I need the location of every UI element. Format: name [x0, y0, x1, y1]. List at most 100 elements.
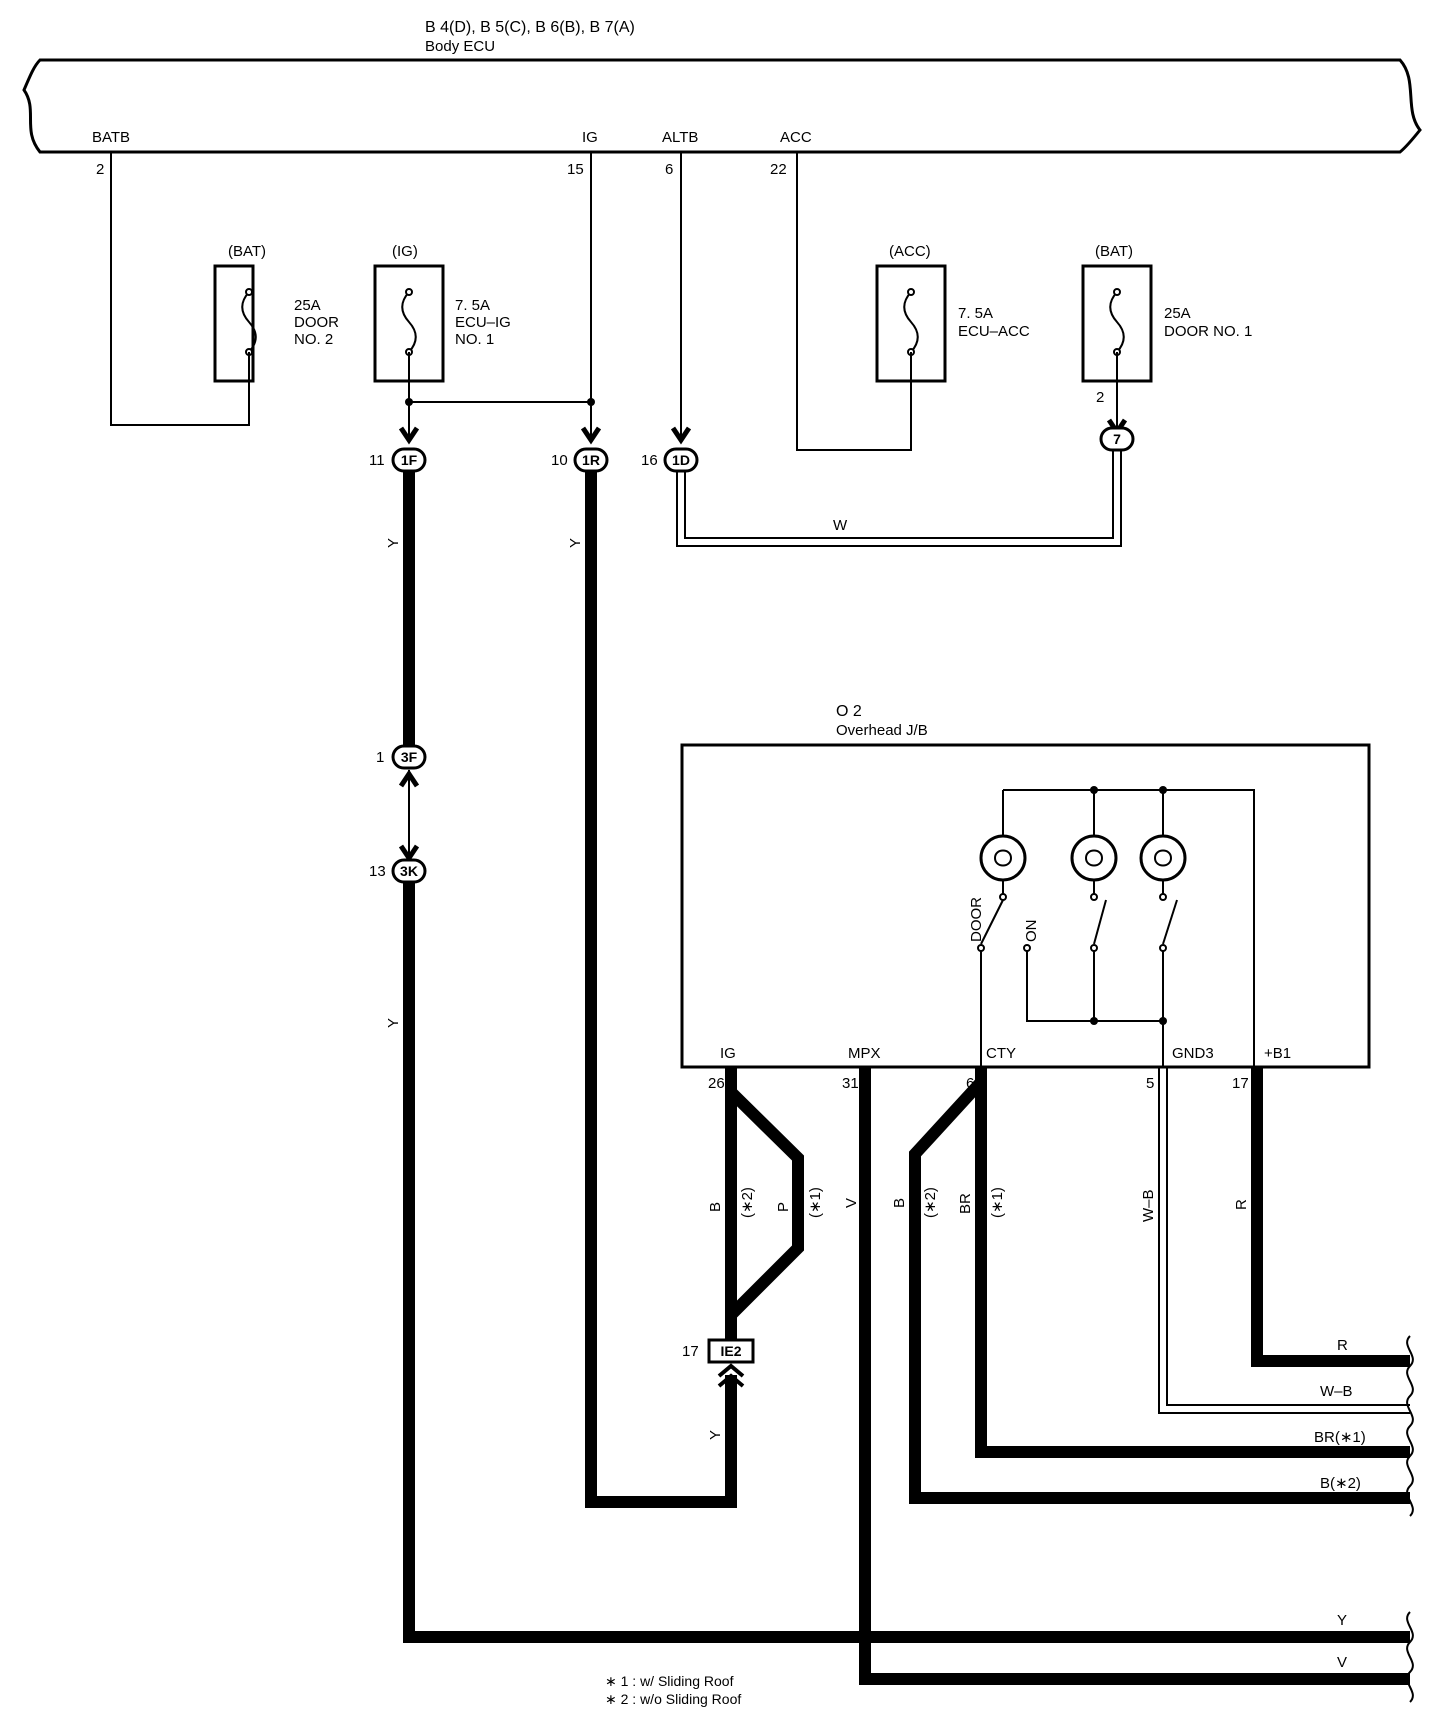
overhead-pin-gnd3-label: GND3 [1172, 1045, 1214, 1062]
wire-cty-br [975, 1067, 1410, 1458]
overhead-pin-cty-label: CTY [986, 1045, 1016, 1062]
arrow-1f [398, 426, 420, 445]
fuse-door-no1-pin: 2 [1096, 389, 1104, 406]
fuse-door-no2: (BAT) 25A DOOR NO. 2 [213, 243, 339, 383]
wire-ig-p [726, 1087, 804, 1320]
ecu-pin-altb-num: 6 [665, 161, 673, 178]
wire-1r-ie2 [585, 471, 737, 1508]
wire-batb [110, 152, 250, 426]
switch-door-label: DOOR [968, 897, 985, 942]
fuse-door-no1-rating: 25A [1164, 305, 1191, 322]
connector-1f: 1F 11 [369, 447, 427, 473]
fuse-door-no1-group: (BAT) [1095, 243, 1133, 260]
connector-1d-pin: 16 [641, 452, 658, 469]
wire-b-cty-label: B [891, 1198, 908, 1208]
connector-ie2-id: IE2 [720, 1343, 741, 1359]
connector-3f: 3F 1 [376, 744, 427, 770]
junction-dot [1090, 1017, 1098, 1025]
overhead-pin-cty-num: 6 [966, 1075, 974, 1092]
wire-acc [796, 152, 912, 451]
wire-star2-ig-label: (∗2) [739, 1187, 756, 1218]
wire-v-label: V [843, 1198, 860, 1208]
wire-y1-label: Y [385, 538, 402, 548]
fuse-ecu-acc: (ACC) 7. 5A ECU–ACC [875, 243, 1030, 383]
wire-star1-cty-label: (∗1) [989, 1187, 1006, 1218]
wire-w: W [676, 450, 1122, 547]
output-b-label: B(∗2) [1320, 1475, 1361, 1492]
arrow-1r [580, 426, 602, 445]
overhead-title: O 2 [836, 703, 862, 720]
ecu-pin-acc-num: 22 [770, 161, 787, 178]
connector-1r-pin: 10 [551, 452, 568, 469]
overhead-bus-bottom [1026, 951, 1163, 1022]
wire-mpx-v [859, 1067, 1410, 1685]
ecu-pin-ig-label: IG [582, 129, 598, 146]
overhead-name: Overhead J/B [836, 722, 928, 739]
connector-3k: 3K 13 [369, 858, 427, 884]
fuse-door-no2-line2: NO. 2 [294, 331, 333, 348]
ecu-pin-altb-label: ALTB [662, 129, 698, 146]
wire-gnd3-wb: W–B [1140, 1067, 1410, 1414]
connector-1r: 1R 10 [551, 447, 609, 473]
overhead-pin-ig-label: IG [720, 1045, 736, 1062]
wire-br-cty-label: BR [957, 1193, 974, 1214]
wire-b1-r [1251, 1067, 1410, 1367]
fuse-door-no1: (BAT) 25A DOOR NO. 1 2 [1081, 243, 1252, 406]
output-v-label: V [1337, 1654, 1347, 1671]
overhead-bus-top [1003, 789, 1255, 1067]
junction-dot [405, 398, 413, 406]
wire-r-label: R [1233, 1199, 1250, 1210]
connector-7-id: 7 [1113, 431, 1121, 447]
connector-3f-pin: 1 [376, 749, 384, 766]
fuse-ecu-acc-group: (ACC) [889, 243, 931, 260]
output-wb-label: W–B [1320, 1383, 1353, 1400]
note-1: ∗ 1 : w/ Sliding Roof [605, 1673, 734, 1689]
fuse-ecu-acc-rating: 7. 5A [958, 305, 993, 322]
wire-y2-label: Y [385, 1018, 402, 1028]
wire-star1-ig-label: (∗1) [807, 1187, 824, 1218]
wire-w-label: W [833, 517, 848, 534]
connector-1d-id: 1D [672, 452, 690, 468]
fuse-door-no2-rating: 25A [294, 297, 321, 314]
wavy-edge-2 [1406, 1611, 1414, 1703]
wire-3k-y-output [403, 882, 1410, 1643]
ecu-name: Body ECU [425, 38, 495, 55]
output-r-label: R [1337, 1337, 1348, 1354]
overhead-pin-mpx-num: 31 [842, 1075, 859, 1092]
lamp-1: DOOR ON [968, 790, 1040, 952]
wire-y3-label: Y [567, 538, 584, 548]
connector-ie2: IE2 17 [682, 1338, 755, 1388]
connector-3k-pin: 13 [369, 863, 386, 880]
overhead-pin-gnd3-num: 5 [1146, 1075, 1154, 1092]
ecu-pin-batb-label: BATB [92, 129, 130, 146]
wire-p-ig-label: P [775, 1202, 792, 1212]
fuse-ecu-ig-rating: 7. 5A [455, 297, 490, 314]
junction-dot [1159, 1017, 1167, 1025]
arrow-1d [670, 426, 692, 445]
wire-y4-label: Y [707, 1430, 724, 1440]
arrow-down-3k [398, 844, 420, 863]
fuse-ecu-ig-line2: NO. 1 [455, 331, 494, 348]
connector-3k-id: 3K [400, 863, 418, 879]
fuse-ecu-acc-line1: ECU–ACC [958, 323, 1030, 340]
ecu-pin-acc-label: ACC [780, 129, 812, 146]
wavy-edge-1 [1406, 1335, 1414, 1517]
fuse-door-no2-line1: DOOR [294, 314, 339, 331]
ecu-title: B 4(D), B 5(C), B 6(B), B 7(A) [425, 19, 635, 36]
overhead-pin-ig-num: 26 [708, 1075, 725, 1092]
arrow-up-3f [398, 769, 420, 788]
connector-1f-id: 1F [401, 452, 418, 468]
lamp-2 [1070, 790, 1118, 952]
overhead-jb-box [680, 743, 1371, 1069]
wire-wb-label: W–B [1140, 1189, 1157, 1222]
ecu-pin-ig-num: 15 [567, 161, 584, 178]
connector-1r-id: 1R [582, 452, 600, 468]
wire-cty-b [909, 1077, 1410, 1504]
output-br-label: BR(∗1) [1314, 1429, 1366, 1446]
connector-ie2-pin: 17 [682, 1343, 699, 1360]
switch-on-label: ON [1023, 920, 1040, 943]
connector-1f-pin: 11 [369, 452, 385, 469]
wire-b-ig-label: B [707, 1202, 724, 1212]
connector-3f-id: 3F [401, 749, 418, 765]
